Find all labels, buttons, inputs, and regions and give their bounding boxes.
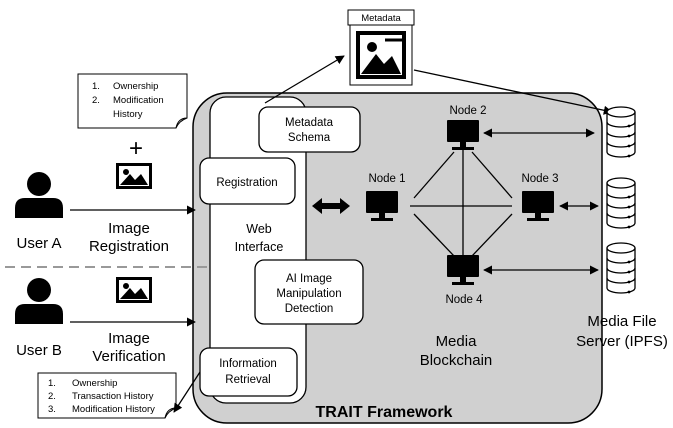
ai-detection-line2: Manipulation (276, 288, 341, 300)
info-retrieval-line2: Retrieval (225, 374, 270, 386)
note-bottom-text3: Modification History (72, 404, 155, 415)
note-top-num1: 1. (92, 81, 100, 92)
user-a-icon (15, 172, 63, 218)
user-a-action-line1: Image (108, 220, 150, 237)
note-top-text2: Modification (113, 95, 164, 106)
image-icon-user-b (116, 277, 152, 303)
note-bottom: 1. Ownership 2. Transaction History 3. M… (37, 372, 177, 419)
arrow-to-info-note (173, 371, 201, 413)
database-icon-3 (606, 242, 636, 295)
note-top: 1. Ownership 2. Modification History (77, 73, 188, 129)
registration-label: Registration (216, 177, 277, 189)
note-top-num2: 2. (92, 95, 100, 106)
arrow-metadata-to-server (413, 69, 613, 115)
database-icon-1 (606, 106, 636, 159)
ai-detection-box (254, 259, 364, 325)
framework-title: TRAIT Framework (316, 404, 453, 421)
ai-detection-line1: AI Image (286, 273, 332, 285)
info-retrieval-line1: Information (219, 358, 277, 370)
file-server-line2: Server (IPFS) (576, 333, 668, 350)
user-a-action-line2: Registration (89, 238, 169, 255)
note-bottom-num2: 2. (48, 391, 56, 402)
blockchain-label-line1: Media (436, 333, 478, 350)
web-interface-label-line1: Web (246, 222, 272, 236)
web-interface-label-line2: Interface (235, 240, 284, 254)
node-4-label: Node 4 (445, 294, 483, 306)
node-1-label: Node 1 (368, 173, 405, 185)
ai-detection-line3: Detection (285, 303, 334, 315)
node-3-label: Node 3 (521, 173, 558, 185)
blockchain-label-line2: Blockchain (420, 352, 493, 369)
file-server-line1: Media File (587, 313, 656, 330)
user-a-label: User A (16, 235, 61, 252)
node-2-label: Node 2 (449, 105, 486, 117)
user-b-action-line1: Image (108, 330, 150, 347)
metadata-image-icon (349, 24, 413, 86)
user-b-icon (15, 278, 63, 324)
arrow-to-metadata (264, 55, 345, 104)
registration-box (199, 157, 296, 205)
web-to-node1-arrow (312, 198, 350, 214)
image-icon-user-a (116, 163, 152, 189)
note-bottom-num3: 3. (48, 404, 56, 415)
info-retrieval-box (199, 347, 298, 397)
metadata-schema-line1: Metadata (285, 117, 334, 129)
user-b-label: User B (16, 342, 62, 359)
node-mesh (410, 150, 513, 257)
note-bottom-text1: Ownership (72, 378, 117, 389)
note-bottom-num1: 1. (48, 378, 56, 389)
plus-sign: + (129, 135, 143, 162)
note-bottom-text2: Transaction History (72, 391, 154, 402)
note-top-text1: Ownership (113, 81, 158, 92)
user-b-action-line2: Verification (92, 348, 165, 365)
note-top-text3: History (113, 109, 143, 120)
metadata-schema-line2: Schema (288, 132, 331, 144)
metadata-schema-box (258, 106, 361, 153)
database-icon-2 (606, 177, 636, 230)
metadata-box-label: Metadata (361, 13, 401, 24)
